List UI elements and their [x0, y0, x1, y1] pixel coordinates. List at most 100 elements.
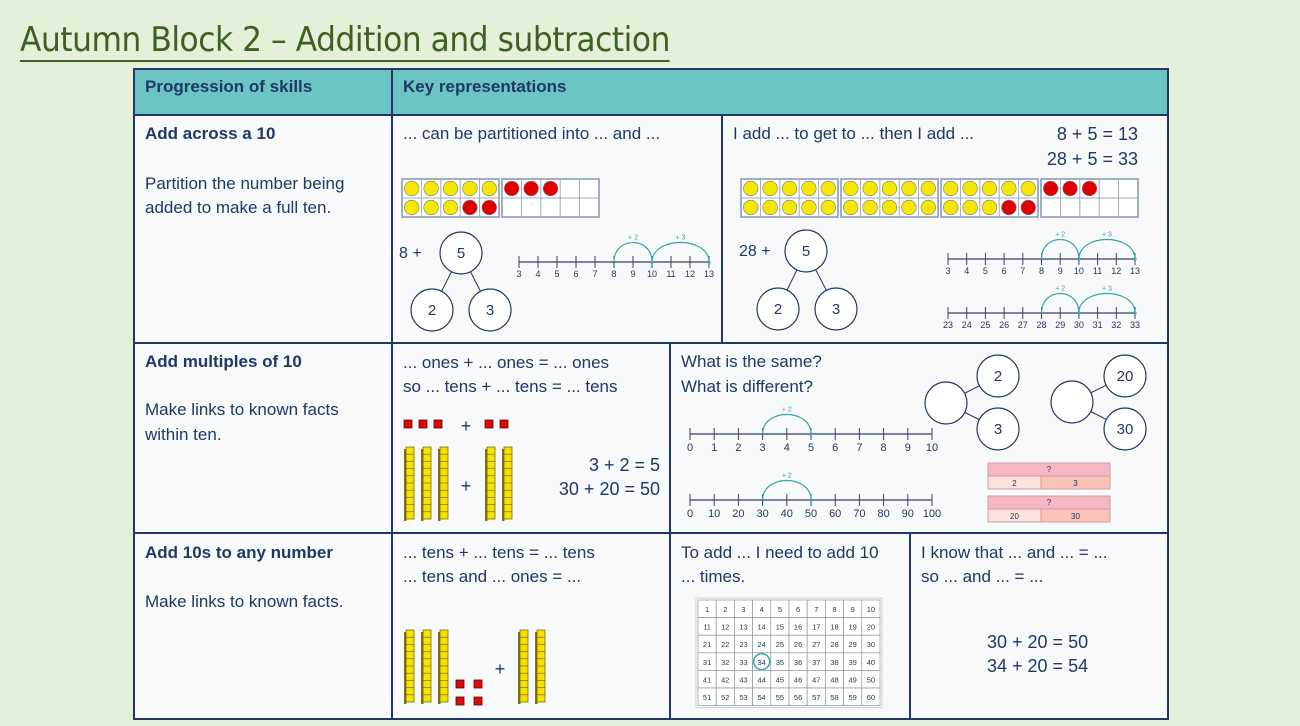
tick-label: 7	[1020, 266, 1025, 276]
header-key-representations: Key representations	[403, 77, 567, 96]
ones-cube	[499, 419, 509, 429]
rod-side	[502, 449, 505, 521]
hundred-square-number: 23	[739, 640, 747, 649]
hundred-square-number: 36	[794, 658, 802, 667]
tick-label: 20	[732, 508, 744, 520]
hundred-square-number: 29	[849, 640, 857, 649]
hundred-square-number: 45	[776, 675, 784, 684]
tick-label: 6	[1002, 266, 1007, 276]
ten-frame-cell	[579, 197, 600, 218]
yellow-counter	[423, 180, 439, 197]
tick-label: 25	[980, 320, 990, 330]
skill-note: Partition the number being	[145, 174, 345, 193]
sentence-stem: I know that ... and ... = ...	[921, 543, 1108, 562]
ones-cube	[403, 419, 413, 429]
skill-note: Make links to known facts	[145, 400, 339, 419]
part-whole-model: 23	[924, 354, 1020, 451]
part-circle	[976, 407, 1020, 451]
hundred-square-number: 7	[814, 605, 818, 614]
equation: 34 + 20 = 54	[987, 656, 1089, 676]
tick-label: 31	[1093, 320, 1103, 330]
skill-note: within ten.	[145, 425, 222, 444]
tick-label: 30	[1074, 320, 1084, 330]
ones-cube	[418, 419, 428, 429]
skill-title: Add multiples of 10	[145, 352, 302, 371]
ten-frames	[401, 178, 600, 218]
hundred-square-number: 27	[812, 640, 820, 649]
red-counter	[1001, 199, 1017, 216]
part-circle	[410, 288, 454, 332]
hundred-square-number: 18	[830, 623, 838, 632]
cell-divider	[721, 116, 723, 343]
ten-frames	[740, 178, 1139, 218]
yellow-counter	[820, 180, 836, 197]
tick-label: 12	[685, 269, 695, 279]
tick-label: 8	[881, 442, 887, 454]
tick-label: 0	[687, 442, 693, 454]
part-value: 2	[774, 301, 782, 318]
jump-label: + 3	[676, 235, 686, 242]
equation: 28 + 5 = 33	[1046, 149, 1138, 169]
tick-label: 70	[853, 508, 865, 520]
sentence-stem: so ... and ... = ...	[921, 567, 1044, 586]
hundred-square-number: 38	[830, 658, 838, 667]
yellow-counter	[962, 199, 978, 216]
whole-value: 5	[802, 243, 810, 260]
red-counter	[1020, 199, 1036, 216]
tick-label: 1	[711, 442, 717, 454]
yellow-counter	[423, 199, 439, 216]
hundred-square-number: 53	[739, 693, 747, 702]
tick-label: 10	[708, 508, 720, 520]
yellow-counter	[481, 180, 497, 197]
jump-arc	[1078, 239, 1136, 260]
bar-part	[1040, 475, 1111, 490]
hundred-square-number: 6	[796, 605, 800, 614]
tick-label: 23	[943, 320, 953, 330]
tick-label: 30	[756, 508, 768, 520]
hundred-square-number: 32	[721, 658, 729, 667]
tick-label: 24	[962, 320, 972, 330]
ones-cube	[473, 696, 483, 706]
yellow-counter	[820, 199, 836, 216]
hundred-square-number: 3	[741, 605, 745, 614]
yellow-counter	[743, 199, 759, 216]
yellow-counter	[862, 180, 878, 197]
yellow-counter	[843, 199, 859, 216]
part-circle	[468, 288, 512, 332]
rod-side	[438, 632, 441, 704]
bar-whole-label: ?	[1047, 465, 1052, 474]
tick-label: 28	[1036, 320, 1046, 330]
yellow-counter	[442, 180, 459, 197]
yellow-counter	[920, 199, 936, 216]
tick-label: 8	[611, 269, 616, 279]
ten-frame-cell	[479, 197, 500, 218]
tick-label: 13	[1130, 266, 1140, 276]
hundred-square-number: 21	[703, 640, 711, 649]
ten-frame-cell	[1018, 197, 1039, 218]
tick-label: 7	[856, 442, 862, 454]
skill-title: Add across a 10	[145, 124, 276, 143]
tick-label: 5	[983, 266, 988, 276]
tick-label: 26	[999, 320, 1009, 330]
rod-side	[404, 449, 407, 521]
hundred-square-number: 9	[851, 605, 855, 614]
tick-label: 3	[945, 266, 950, 276]
equation: 3 + 2 = 5	[588, 455, 660, 475]
ones-cube	[433, 419, 443, 429]
jump-arc	[1078, 293, 1136, 314]
part-value: 2	[994, 368, 1002, 385]
hundred-square-number: 16	[794, 623, 802, 632]
red-counter	[1043, 180, 1059, 197]
sentence-stem: ... tens + ... tens = ... tens	[403, 543, 595, 562]
hundred-square-number: 30	[867, 640, 875, 649]
table-header	[133, 68, 1169, 116]
skill-note: Make links to known facts.	[145, 592, 344, 611]
red-counter	[523, 180, 539, 197]
bar-whole-label: ?	[1047, 498, 1052, 507]
tick-label: 10	[1074, 266, 1084, 276]
